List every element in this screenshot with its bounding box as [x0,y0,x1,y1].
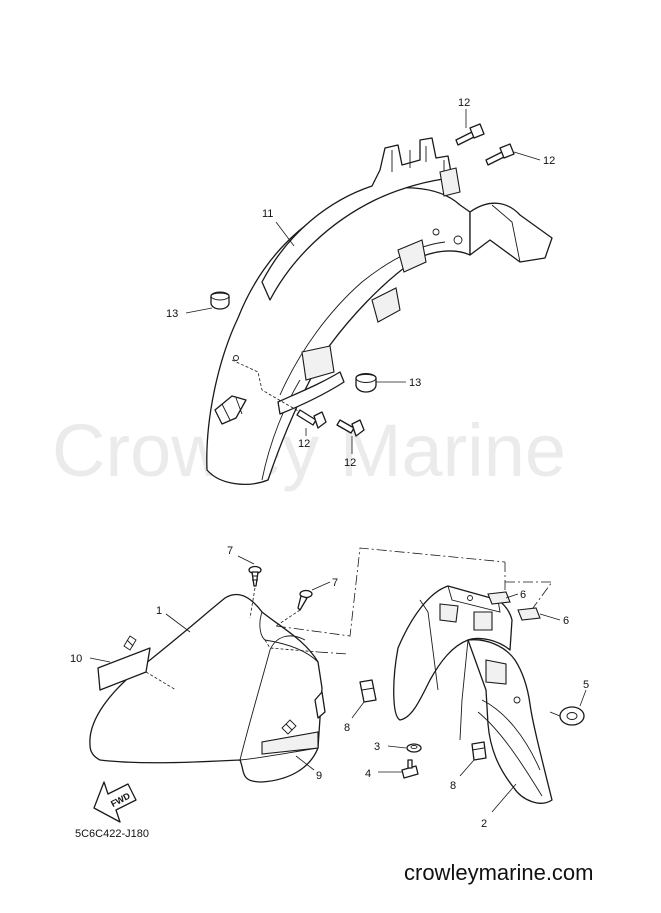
fwd-arrow: FWD [93,781,137,823]
phantom-line-lower [317,651,349,655]
callout-5: 5 [583,679,589,691]
callout-9: 9 [316,770,322,782]
callout-7-a: 7 [227,545,233,557]
callout-10: 10 [70,653,82,665]
drawing-code: 5C6C422-J180 [75,828,149,840]
inner-fender-2[interactable] [393,585,553,804]
clip-8-right[interactable] [471,741,487,761]
front-fender-1[interactable] [89,593,326,783]
callout-7-b: 7 [332,577,338,589]
grommet-5[interactable] [549,706,585,726]
decal-10[interactable] [97,635,177,691]
clip-6-upper[interactable] [487,591,511,605]
callout-8-a: 8 [344,722,350,734]
callout-6-b: 6 [563,615,569,627]
screw-7-right[interactable] [297,589,313,611]
site-url[interactable]: crowleymarine.com [404,860,594,885]
callout-8-b: 8 [450,780,456,792]
clip-8-left[interactable] [359,679,377,703]
phantom-line-clip [505,581,553,613]
callout-12-c: 12 [298,438,310,450]
callout-6-a: 6 [520,589,526,601]
grommet-13-right[interactable] [355,373,377,393]
grommet-13-left[interactable] [210,291,230,310]
bolt-12-bottom-b[interactable] [336,419,365,437]
callout-12-d: 12 [344,457,356,469]
callout-12-b: 12 [543,155,555,167]
decal-9[interactable] [261,731,319,755]
bolt-12-top-a[interactable] [455,123,485,146]
bolt-4[interactable] [401,759,419,779]
phantom-line-upper [275,547,506,637]
callout-2: 2 [481,818,487,830]
washer-3[interactable] [406,743,422,753]
screw-7-left[interactable] [248,565,262,587]
callout-4: 4 [365,768,371,780]
clip-6-lower[interactable] [517,607,541,621]
bolt-12-bottom-a[interactable] [296,409,327,429]
callout-13-a: 13 [166,308,178,320]
callout-3: 3 [374,741,380,753]
callout-1: 1 [156,605,162,617]
callout-11: 11 [262,208,273,220]
bolt-12-top-b[interactable] [485,143,515,166]
callout-12-a: 12 [458,97,470,109]
rear-fender-11[interactable] [206,137,553,485]
callout-13-b: 13 [409,377,421,389]
